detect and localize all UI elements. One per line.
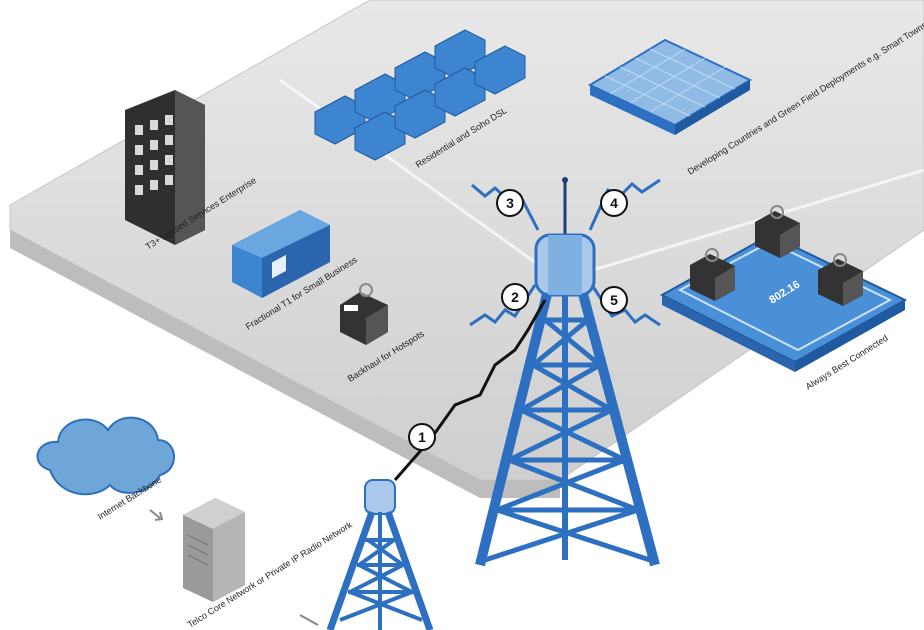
nomadic-device-icon-2 [755,205,800,258]
nomadic-device-icon [690,248,735,301]
link-marker-4: 4 [600,189,628,217]
hotspot-kiosk-icon [340,283,388,345]
core-arrow [299,614,319,626]
link-marker-1: 1 [408,423,436,451]
developing-region-icon [587,38,753,135]
platform-divider-2 [559,168,924,282]
link-marker-5: 5 [600,286,628,314]
residential-houses-icon [314,29,526,161]
svg-text:1: 1 [418,429,426,445]
svg-text:3: 3 [506,195,514,211]
svg-text:2: 2 [511,289,519,305]
server-icon [183,498,245,602]
link-marker-3: 3 [496,189,524,217]
internet-cloud-icon [36,416,175,496]
svg-text:5: 5 [610,292,618,308]
internet-arrow [149,509,164,521]
nomadic-device-icon-3 [818,253,863,306]
enterprise-building-icon [125,90,205,245]
small-business-building-icon [232,210,330,298]
svg-text:4: 4 [610,195,618,211]
link-marker-2: 2 [501,283,529,311]
main-tower-icon [475,177,660,567]
relay-tower-icon [326,479,434,630]
